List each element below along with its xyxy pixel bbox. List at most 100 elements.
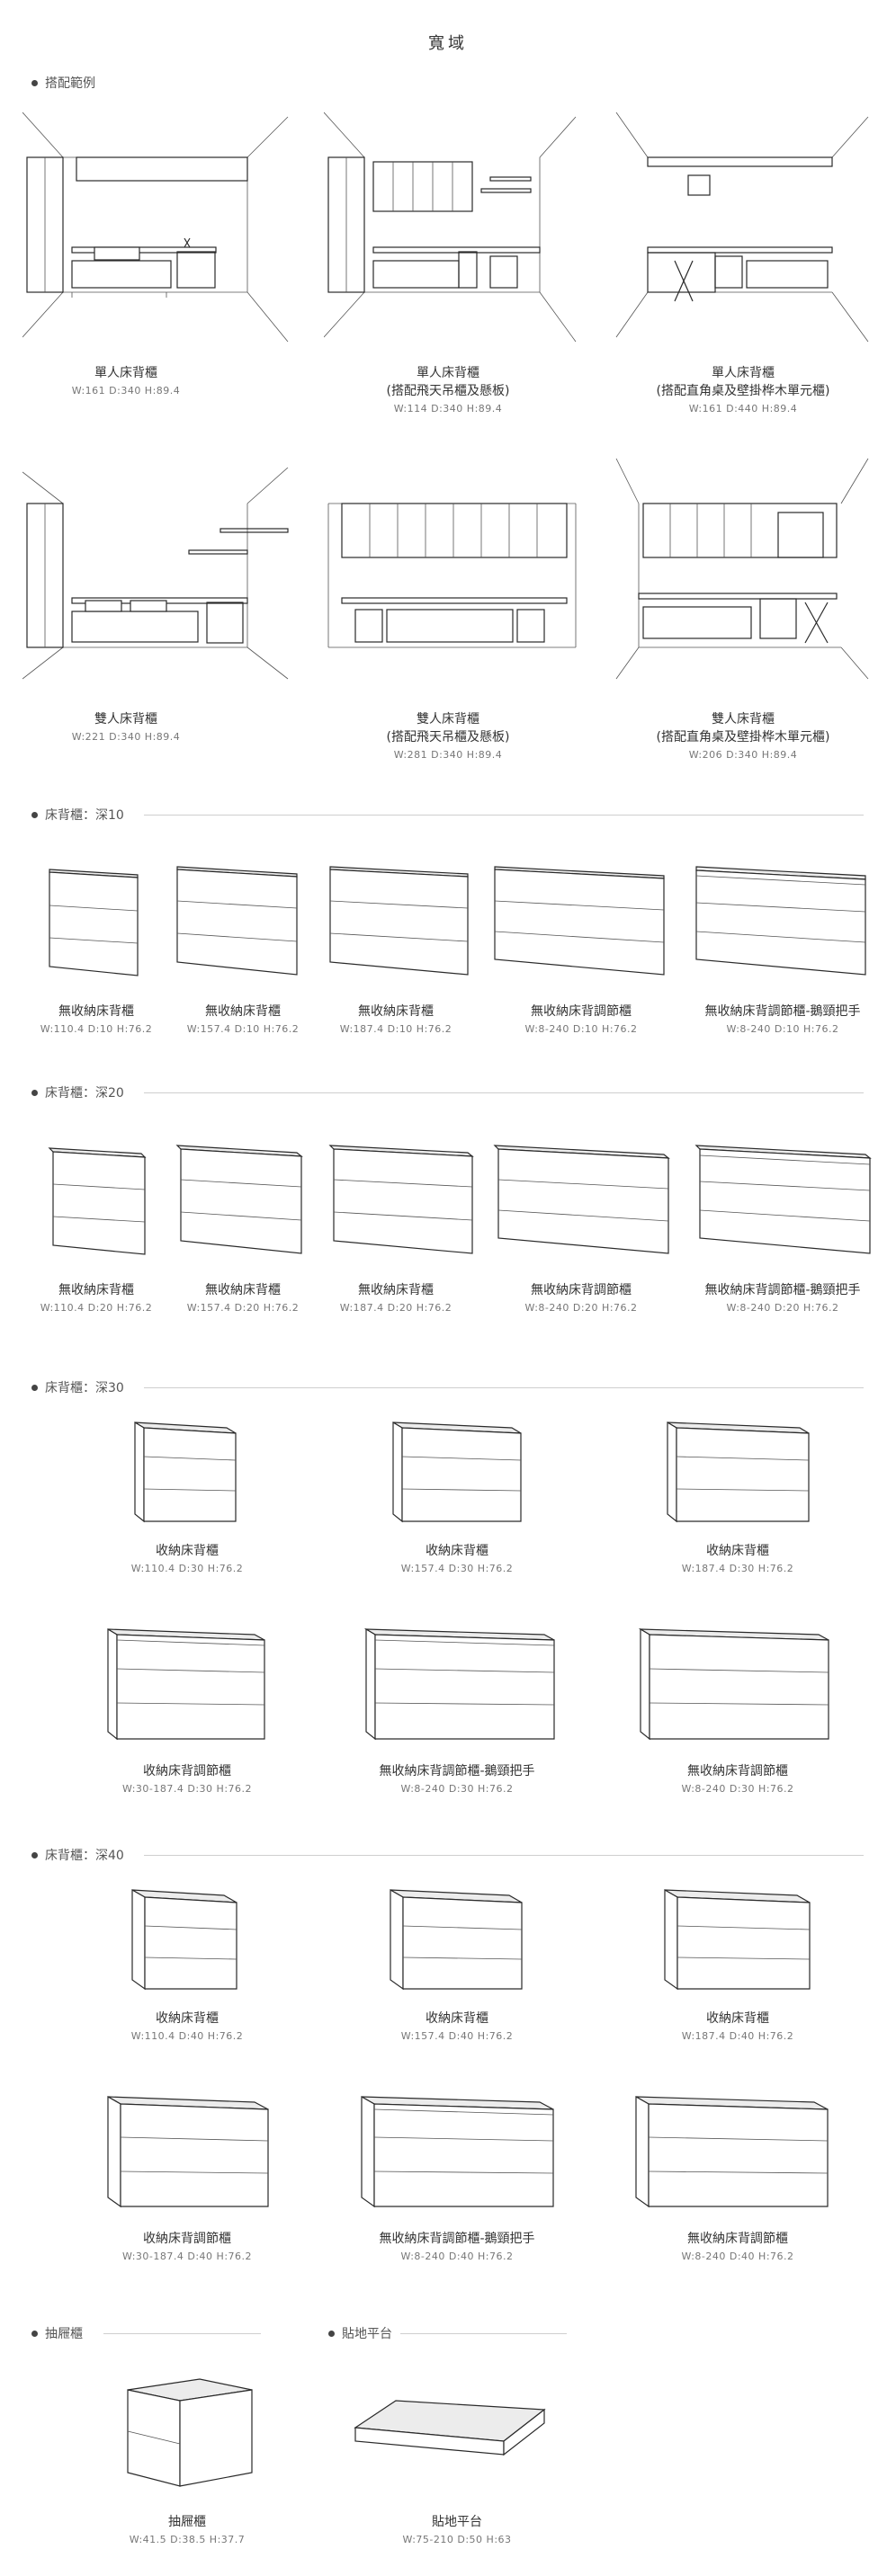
bullet-dot-icon bbox=[31, 2330, 38, 2337]
product-title: 收納床背櫃 bbox=[425, 2011, 488, 2026]
product-dims: W:157.4 D:30 H:76.2 bbox=[400, 1563, 514, 1574]
product-caption: 無收納床背調節櫃-鵝頸把手 W:8-240 D:30 H:76.2 bbox=[379, 1762, 534, 1796]
product-dims: W:8-240 D:10 H:76.2 bbox=[726, 1023, 839, 1035]
product-title: 收納床背櫃 bbox=[155, 1544, 219, 1558]
product-caption: 無收納床背櫃 W:187.4 D:20 H:76.2 bbox=[340, 1281, 452, 1315]
product-title: 收納床背櫃 bbox=[705, 2011, 769, 2026]
cabinet-illustration bbox=[392, 1421, 522, 1523]
product-caption: 無收納床背調節櫃 W:8-240 D:10 H:76.2 bbox=[524, 1003, 637, 1037]
product-dims: W:8-240 D:40 H:76.2 bbox=[400, 2251, 514, 2262]
section-label: 抽屜櫃 bbox=[45, 2327, 83, 2341]
example-subtitle: (搭配直角桌及壁掛桦木單元櫃) bbox=[656, 384, 830, 398]
example-dims: W:206 D:340 H:89.4 bbox=[688, 749, 798, 761]
product-dims: W:157.4 D:40 H:76.2 bbox=[400, 2030, 514, 2042]
product-caption: 無收納床背調節櫃 W:8-240 D:40 H:76.2 bbox=[681, 2230, 793, 2264]
bullet-dot-icon bbox=[31, 811, 38, 818]
room-illustration-double-desk bbox=[615, 459, 869, 680]
section-d40-heading: 床背櫃：深40 bbox=[31, 1846, 124, 1864]
section-label: 貼地平台 bbox=[342, 2327, 392, 2341]
product-dims: W:30-187.4 D:30 H:76.2 bbox=[121, 1783, 253, 1795]
example-caption: 雙人床背櫃 W:221 D:340 H:89.4 bbox=[72, 710, 181, 744]
example-subtitle: (搭配直角桌及壁掛桦木單元櫃) bbox=[656, 730, 830, 744]
product-title: 無收納床背櫃 bbox=[204, 1004, 281, 1019]
cabinet-illustration bbox=[48, 1147, 147, 1255]
section-divider bbox=[400, 2333, 567, 2334]
section-drawer-heading: 抽屜櫃 bbox=[31, 2324, 83, 2342]
product-dims: W:157.4 D:20 H:76.2 bbox=[186, 1302, 300, 1314]
product-dims: W:8-240 D:30 H:76.2 bbox=[681, 1783, 794, 1795]
product-title: 抽屜櫃 bbox=[168, 2515, 206, 2529]
product-title: 收納床背櫃 bbox=[705, 1544, 769, 1558]
product-caption: 無收納床背調節櫃-鵝頸把手 W:8-240 D:40 H:76.2 bbox=[379, 2230, 534, 2264]
product-dims: W:110.4 D:20 H:76.2 bbox=[40, 1302, 153, 1314]
bullet-dot-icon bbox=[31, 1089, 38, 1096]
product-caption: 收納床背櫃 W:187.4 D:30 H:76.2 bbox=[682, 1542, 794, 1576]
cabinet-illustration bbox=[493, 1145, 670, 1254]
example-dims: W:161 D:340 H:89.4 bbox=[71, 385, 181, 397]
example-title: 雙人床背櫃 bbox=[712, 712, 775, 726]
cabinet-illustration bbox=[107, 1627, 265, 1741]
product-dims: W:110.4 D:40 H:76.2 bbox=[130, 2030, 244, 2042]
product-dims: W:187.4 D:30 H:76.2 bbox=[681, 1563, 794, 1574]
product-caption: 貼地平台 W:75-210 D:50 H:63 bbox=[402, 2513, 511, 2547]
section-divider bbox=[144, 815, 864, 816]
product-title: 無收納床背調節櫃 bbox=[686, 2232, 788, 2246]
section-d20-heading: 床背櫃：深20 bbox=[31, 1083, 124, 1101]
example-dims: W:281 D:340 H:89.4 bbox=[393, 749, 503, 761]
cabinet-illustration bbox=[131, 1888, 237, 1991]
product-caption: 收納床背櫃 W:187.4 D:40 H:76.2 bbox=[682, 2010, 794, 2044]
cabinet-illustration bbox=[175, 1145, 303, 1254]
section-divider bbox=[103, 2333, 261, 2334]
product-caption: 無收納床背櫃 W:110.4 D:20 H:76.2 bbox=[40, 1281, 153, 1315]
page-title: 寬域 bbox=[428, 34, 468, 53]
product-caption: 收納床背櫃 W:157.4 D:30 H:76.2 bbox=[401, 1542, 514, 1576]
section-label: 搭配範例 bbox=[45, 76, 95, 91]
product-title: 無收納床背櫃 bbox=[204, 1283, 281, 1297]
product-dims: W:8-240 D:20 H:76.2 bbox=[726, 1302, 839, 1314]
drawer-cabinet-illustration bbox=[127, 2378, 253, 2487]
section-d30-heading: 床背櫃：深30 bbox=[31, 1378, 124, 1396]
product-dims: W:187.4 D:40 H:76.2 bbox=[681, 2030, 794, 2042]
example-caption: 單人床背櫃 (搭配飛天吊櫃及懸板) W:114 D:340 H:89.4 bbox=[387, 364, 510, 416]
product-dims: W:75-210 D:50 H:63 bbox=[402, 2534, 512, 2545]
product-title: 無收納床背櫃 bbox=[357, 1004, 434, 1019]
section-label: 床背櫃：深40 bbox=[45, 1849, 124, 1863]
section-platform-heading: 貼地平台 bbox=[328, 2324, 392, 2342]
section-d10-heading: 床背櫃：深10 bbox=[31, 806, 124, 824]
product-dims: W:110.4 D:30 H:76.2 bbox=[130, 1563, 244, 1574]
cabinet-illustration bbox=[176, 866, 298, 976]
product-dims: W:8-240 D:30 H:76.2 bbox=[400, 1783, 514, 1795]
room-illustration-single bbox=[22, 112, 289, 343]
product-dims: W:8-240 D:40 H:76.2 bbox=[681, 2251, 794, 2262]
product-title: 無收納床背調節櫃-鵝頸把手 bbox=[704, 1283, 861, 1297]
example-caption: 單人床背櫃 W:161 D:340 H:89.4 bbox=[72, 364, 181, 398]
example-title: 單人床背櫃 bbox=[94, 366, 157, 380]
example-caption: 單人床背櫃 (搭配直角桌及壁掛桦木單元櫃) W:161 D:440 H:89.4 bbox=[657, 364, 830, 416]
product-dims: W:187.4 D:10 H:76.2 bbox=[339, 1023, 452, 1035]
room-illustration-double-hanging bbox=[327, 503, 577, 648]
example-title: 單人床背櫃 bbox=[417, 366, 479, 380]
product-caption: 抽屜櫃 W:41.5 D:38.5 H:37.7 bbox=[130, 2513, 246, 2547]
product-title: 無收納床背調節櫃 bbox=[530, 1004, 632, 1019]
bullet-dot-icon bbox=[31, 1851, 38, 1858]
room-illustration-single-desk bbox=[615, 112, 869, 343]
product-dims: W:41.5 D:38.5 H:37.7 bbox=[129, 2534, 246, 2545]
example-dims: W:221 D:340 H:89.4 bbox=[71, 731, 181, 743]
product-caption: 收納床背調節櫃 W:30-187.4 D:30 H:76.2 bbox=[122, 1762, 252, 1796]
example-subtitle: (搭配飛天吊櫃及懸板) bbox=[386, 730, 510, 744]
room-illustration-double bbox=[22, 468, 289, 680]
product-title: 貼地平台 bbox=[431, 2515, 482, 2529]
product-title: 無收納床背調節櫃-鵝頸把手 bbox=[704, 1004, 861, 1019]
example-subtitle: (搭配飛天吊櫃及懸板) bbox=[386, 384, 510, 398]
product-title: 無收納床背調節櫃-鵝頸把手 bbox=[379, 1764, 535, 1778]
example-caption: 雙人床背櫃 (搭配直角桌及壁掛桦木單元櫃) W:206 D:340 H:89.4 bbox=[657, 710, 830, 762]
product-dims: W:30-187.4 D:40 H:76.2 bbox=[121, 2251, 253, 2262]
product-caption: 收納床背櫃 W:110.4 D:30 H:76.2 bbox=[131, 1542, 244, 1576]
product-dims: W:8-240 D:10 H:76.2 bbox=[524, 1023, 638, 1035]
product-title: 無收納床背調節櫃-鵝頸把手 bbox=[379, 2232, 535, 2246]
example-title: 雙人床背櫃 bbox=[417, 712, 479, 726]
product-dims: W:8-240 D:20 H:76.2 bbox=[524, 1302, 638, 1314]
platform-illustration bbox=[354, 2400, 546, 2456]
example-title: 雙人床背櫃 bbox=[94, 712, 157, 726]
product-caption: 無收納床背調節櫃-鵝頸把手 W:8-240 D:20 H:76.2 bbox=[704, 1281, 860, 1315]
